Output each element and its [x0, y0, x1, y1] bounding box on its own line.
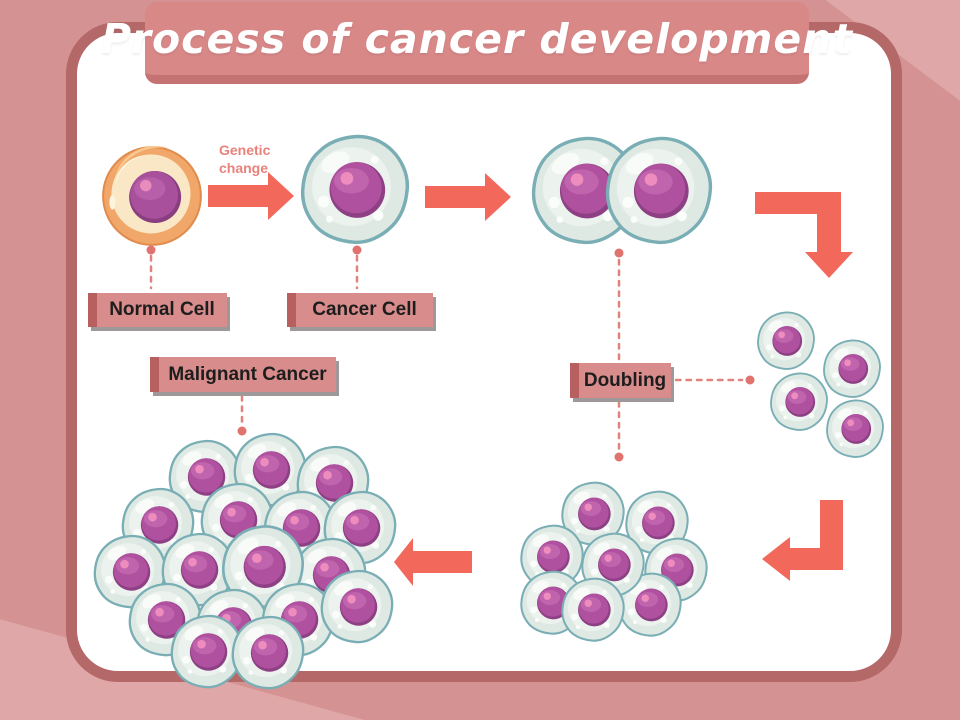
label-malignant-cancer: Malignant Cancer	[150, 357, 336, 392]
connector-dot-cancer	[352, 245, 362, 255]
label-doubling-text: Doubling	[583, 369, 667, 391]
connector-dot-malignant	[237, 426, 247, 436]
arrow-to-malignant	[394, 538, 472, 586]
connector-dot-doubling-up	[614, 248, 624, 258]
label-doubling: Doubling	[570, 363, 671, 398]
label-cancer-cell: Cancer Cell	[287, 293, 433, 327]
label-cancer-cell-text: Cancer Cell	[312, 299, 417, 320]
four-cell-cluster	[757, 311, 884, 458]
two-cell-stage	[531, 136, 713, 245]
arrow-division	[425, 173, 511, 221]
connector-dot-normal	[146, 245, 156, 255]
eight-cell-cluster	[520, 481, 708, 642]
genetic-change-annotation: Genetic change	[219, 142, 271, 176]
title-banner: Process of cancer development	[101, 2, 852, 84]
label-normal-cell-text: Normal Cell	[109, 299, 215, 320]
connector-dot-doubling-down	[614, 452, 624, 462]
label-malignant-cancer-text: Malignant Cancer	[168, 363, 327, 385]
poster-title: Process of cancer development	[101, 14, 853, 63]
normal-cell-illustration	[102, 144, 202, 246]
cancer-cell-illustration	[300, 134, 410, 245]
arrow-elbow-down-left	[762, 500, 843, 581]
connector-dot-doubling-right	[745, 375, 755, 385]
malignant-tumor-cluster	[93, 432, 397, 690]
arrow-genetic-change	[208, 172, 294, 220]
label-normal-cell: Normal Cell	[88, 293, 227, 327]
arrow-elbow-right-down	[755, 192, 853, 278]
